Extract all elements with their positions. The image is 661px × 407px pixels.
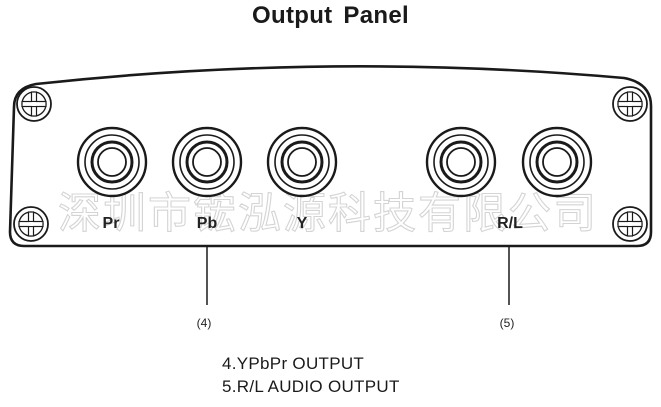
legend: 4.YPbPr OUTPUT 5.R/L AUDIO OUTPUT — [222, 352, 400, 398]
callout-5: (5) — [500, 316, 515, 330]
legend-item-ypbpr: 4.YPbPr OUTPUT — [222, 354, 365, 373]
rca-jack — [425, 126, 497, 198]
legend-item-audio: 5.R/L AUDIO OUTPUT — [222, 377, 400, 396]
rca-jack — [266, 126, 338, 198]
jack-label-pr: Pr — [103, 215, 120, 232]
jack-label-pb: Pb — [197, 215, 218, 232]
watermark-text: 深圳市𬭎泓源科技有限公司 — [58, 189, 598, 239]
rca-jack — [76, 126, 148, 198]
rca-jack — [171, 126, 243, 198]
page-title: Output Panel — [252, 2, 409, 29]
screw-icon — [13, 206, 49, 242]
screw-icon — [612, 86, 648, 122]
jack-label-rl: R/L — [497, 215, 523, 232]
rca-jack — [521, 126, 593, 198]
jack-label-y: Y — [297, 215, 308, 232]
screw-icon — [16, 86, 52, 122]
screw-icon — [612, 206, 648, 242]
callout-4: (4) — [197, 316, 212, 330]
